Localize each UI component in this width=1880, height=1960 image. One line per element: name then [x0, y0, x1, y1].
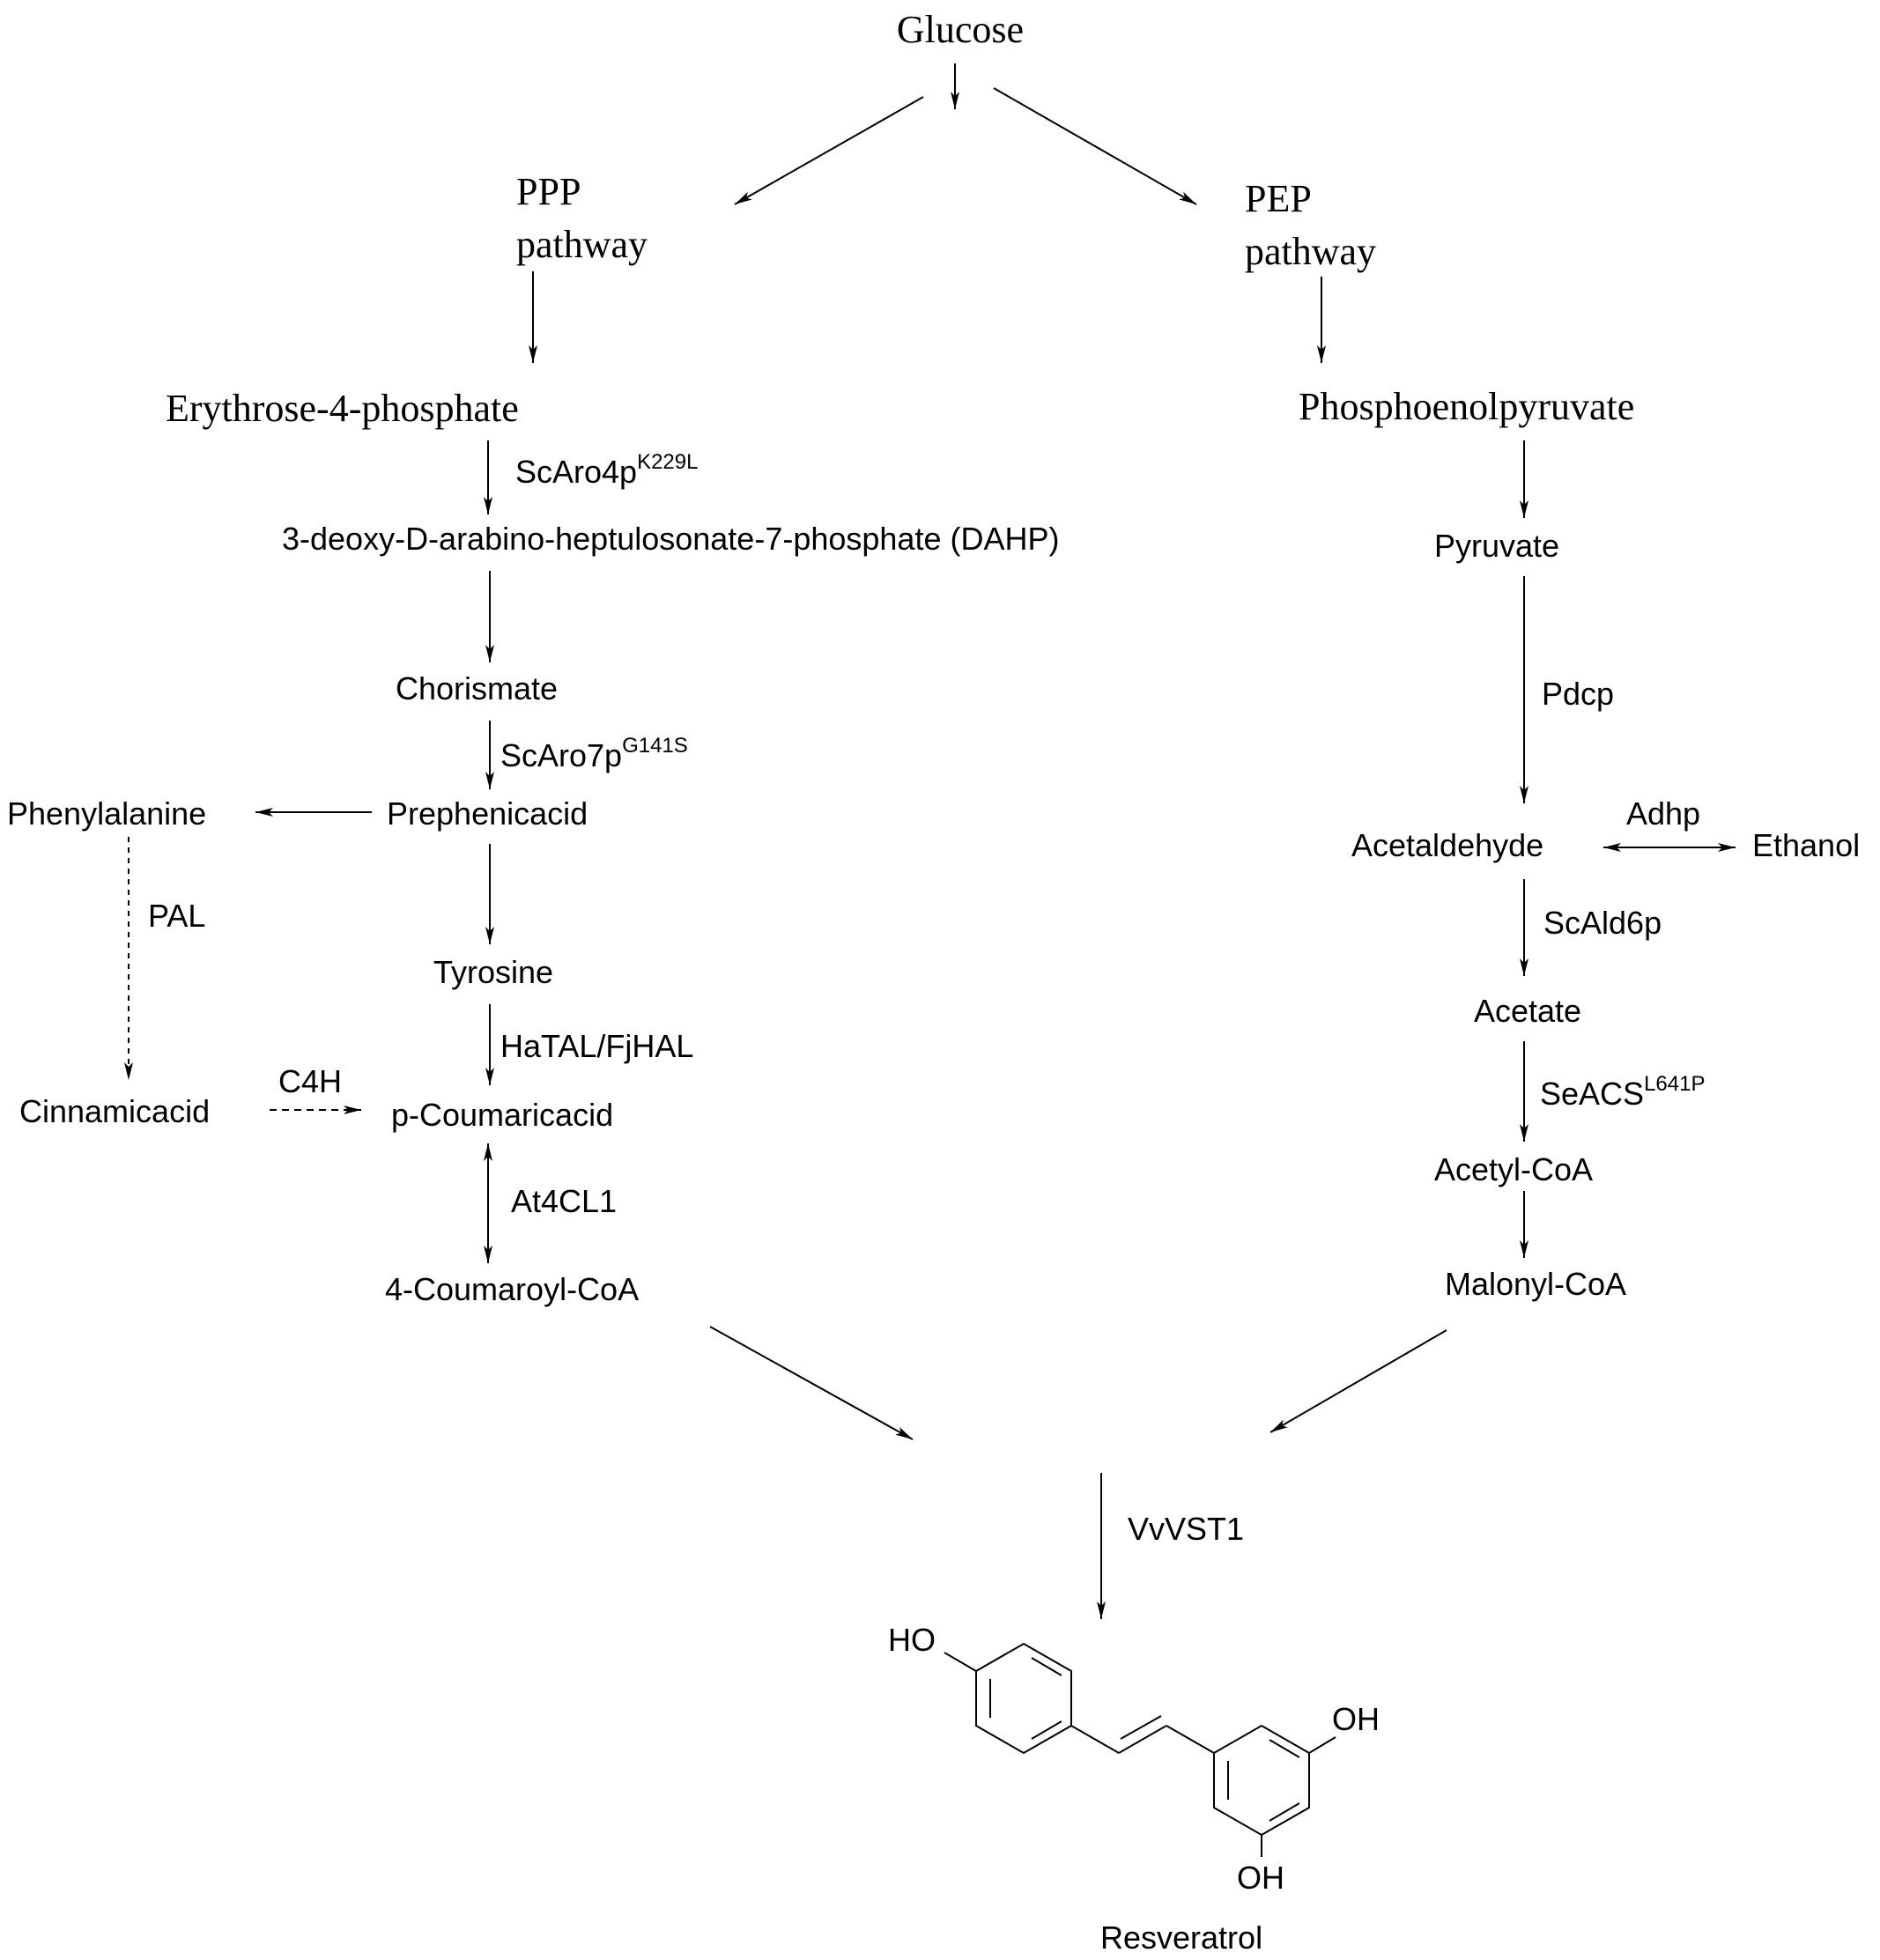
node-erythrose-4-phosphate: Erythrose-4-phosphate	[166, 387, 519, 430]
ring-left-double-bond-3	[1031, 1657, 1062, 1676]
arrow-malonyl-coa-to-vst	[1269, 1329, 1447, 1433]
arrow-coumaroyl-coa-to-vst	[709, 1326, 914, 1440]
ring-left-double-bond-2	[1031, 1720, 1062, 1740]
bond-vinyl-double-inner	[1120, 1715, 1162, 1740]
node-dahp: 3-deoxy-D-arabino-heptulosonate-7-phosph…	[282, 521, 1059, 557]
arrow-glucose-to-ppp	[734, 96, 924, 205]
enzyme-pdcp: Pdcp	[1542, 676, 1614, 712]
enzyme-at4cl1: At4CL1	[511, 1183, 617, 1219]
node-resveratrol: Resveratrol	[1100, 1919, 1262, 1956]
label-ho-top: HO	[888, 1622, 936, 1658]
enzyme-vvvst1: VvVST1	[1128, 1511, 1244, 1547]
node-pep-pathway-line1: PEP	[1245, 177, 1312, 220]
ring-right-double-bond-2	[1269, 1739, 1300, 1758]
enzyme-scald6p: ScAld6p	[1543, 905, 1662, 941]
node-ethanol: Ethanol	[1752, 827, 1860, 863]
node-cinnamicacid: Cinnamicacid	[19, 1093, 210, 1129]
enzyme-pal: PAL	[148, 898, 205, 934]
resveratrol-structure: HO OH OH	[888, 1622, 1380, 1896]
enzyme-scaro4p: ScAro4pK229L	[515, 450, 698, 490]
node-prephenicacid: Prephenicacid	[387, 795, 588, 832]
node-ppp-pathway-line2: pathway	[516, 223, 648, 266]
node-p-coumaricacid: p-Coumaricacid	[391, 1097, 613, 1133]
node-chorismate: Chorismate	[396, 670, 558, 706]
node-phenylalanine: Phenylalanine	[7, 795, 206, 832]
node-acetaldehyde: Acetaldehyde	[1351, 827, 1543, 863]
node-malonyl-coa: Malonyl-CoA	[1445, 1266, 1626, 1302]
enzyme-c4h: C4H	[278, 1063, 342, 1099]
benzene-ring-right	[1213, 1724, 1310, 1837]
arrows	[124, 63, 1736, 1619]
ring-right-double-bond-3	[1269, 1802, 1300, 1822]
bond-vinyl-1	[1070, 1725, 1120, 1754]
enzyme-adhp: Adhp	[1626, 795, 1700, 832]
node-acetate: Acetate	[1474, 993, 1581, 1029]
node-pep-pathway-line2: pathway	[1245, 230, 1376, 273]
enzyme-hatal-fjhal: HaTAL/FjHAL	[500, 1028, 693, 1064]
bond-vinyl-2	[1166, 1725, 1215, 1754]
bond-ho-top	[944, 1652, 977, 1672]
enzyme-scaro7p: ScAro7pG141S	[500, 734, 688, 773]
bond-oh-right	[1308, 1736, 1336, 1754]
node-ppp-pathway-line1: PPP	[516, 170, 581, 213]
node-acetyl-coa: Acetyl-CoA	[1434, 1151, 1593, 1187]
label-oh-bottom: OH	[1237, 1860, 1284, 1896]
bond-vinyl-double	[1118, 1725, 1167, 1754]
arrow-glucose-to-pep	[993, 87, 1197, 205]
node-4-coumaroyl-coa: 4-Coumaroyl-CoA	[385, 1271, 639, 1307]
node-phosphoenolpyruvate: Phosphoenolpyruvate	[1299, 385, 1634, 428]
enzyme-seacs: SeACSL641P	[1540, 1072, 1705, 1112]
node-tyrosine: Tyrosine	[433, 954, 553, 990]
label-oh-right: OH	[1332, 1701, 1380, 1737]
node-glucose: Glucose	[897, 8, 1024, 51]
node-pyruvate: Pyruvate	[1434, 528, 1559, 564]
